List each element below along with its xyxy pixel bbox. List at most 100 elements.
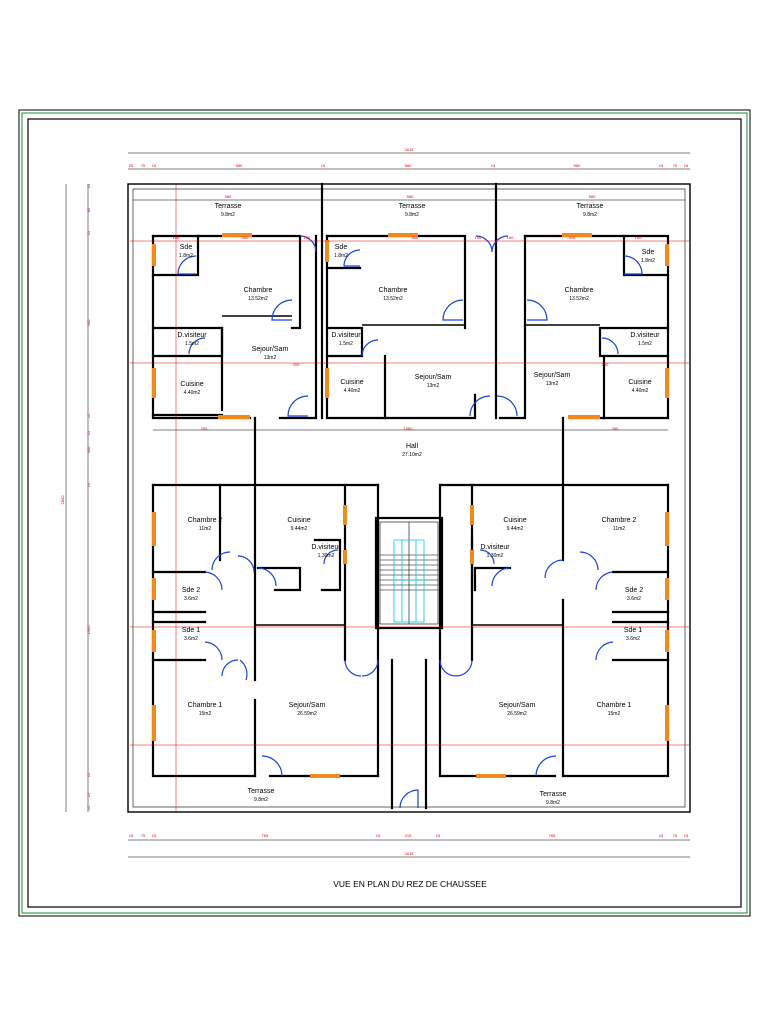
top-chain-dim: 580 [236,163,243,168]
room-label-sde1-right: Sde 13.6m2 [624,627,642,642]
room-area: 11m2 [199,526,211,532]
top-chain-dim: 25 [129,163,134,168]
overall-width-bottom: 2815 [405,851,415,856]
room-name: Chambre 2 [602,517,637,524]
room-name: Terrasse [215,203,242,210]
room-width-dim: 1060 [404,426,414,431]
room-area: 15m2 [608,711,621,717]
terrace-width-dim: 580 [589,194,596,199]
room-label-chambre2-left: Chambre 2 11m2 [188,517,223,532]
left-chain-dim: 15 [86,430,91,435]
room-name: Sejour/Sam [415,374,452,381]
room-label-sejour-top-center: Sejour/Sam 13m2 [415,374,452,389]
bottom-chain-dim: 215 [405,833,412,838]
room-area: 9.8m2 [405,212,419,218]
staircase [374,516,444,630]
room-area: 13m2 [427,383,440,389]
room-width-dim: 200 [293,362,300,367]
top-chain-dim: 15 [152,163,157,168]
room-name: D.visiteur [177,332,207,339]
room-width-dim: 315 [569,235,576,240]
room-area: 13.52m2 [248,296,268,302]
bottom-chain-dim: 70 [673,833,678,838]
room-width-dim: 285 [612,426,619,431]
room-label-terrasse-top-center: Terrasse 9.8m2 [399,203,426,218]
bottom-chain-dim: 765 [262,833,269,838]
room-name: Chambre 2 [188,517,223,524]
bottom-chain-dim: 15 [436,833,441,838]
room-name: Chambre 1 [597,702,632,709]
left-chain-dim: 300 [86,446,91,453]
left-chain-dim: 15 [86,482,91,487]
dimension-chains [65,152,690,858]
room-name: Cuisine [287,517,310,524]
room-area: 1.8m2 [334,253,348,259]
room-area: 1.5m2 [339,341,353,347]
room-label-sde-top-left: Sde 1.8m2 [179,244,193,259]
room-width-dim: 100 [173,235,180,240]
room-name: Cuisine [340,379,363,386]
room-width-dim: 200 [602,362,609,367]
room-area: 13m2 [264,355,277,361]
top-chain-dim: 70 [141,163,146,168]
hall-walls [151,416,670,487]
room-label-cuisine-top-left: Cuisine 4.40m2 [180,381,203,396]
room-name: Cuisine [503,517,526,524]
room-name: Sde 1 [182,627,200,634]
left-total-dim: 2800 [60,495,65,505]
room-name: Terrasse [399,203,426,210]
room-area: 3.6m2 [184,636,198,642]
top-chain-dim: 70 [673,163,678,168]
room-area: 15m2 [199,711,212,717]
terrace-width-dim: 580 [225,194,232,199]
room-area: 13.52m2 [569,296,589,302]
room-name: Sejour/Sam [534,372,571,379]
left-chain-dim: 15 [86,805,91,810]
bottom-chain-dim: 15 [152,833,157,838]
room-width-dim: 100 [475,235,482,240]
room-area: 1.8m2 [641,258,655,264]
room-name: Cuisine [180,381,203,388]
room-name: Terrasse [540,791,567,798]
room-area: 9.8m2 [221,212,235,218]
top-chain-dim: 580 [405,163,412,168]
room-width-dim: 100 [304,235,311,240]
room-name: Cuisine [628,379,651,386]
room-name: Sde [180,244,193,251]
overall-width-top: 2815 [405,147,415,152]
room-name: D.visiteur [311,544,341,551]
room-area: 3.6m2 [627,596,641,602]
terrace-width-dim: 580 [407,194,414,199]
room-area: 4.40m2 [184,390,201,396]
room-name: Terrasse [577,203,604,210]
room-area: 1.5m2 [185,341,199,347]
room-area: 9.8m2 [254,797,268,803]
building-outline [127,183,691,813]
room-area: 3.6m2 [626,636,640,642]
room-width-dim: 100 [507,235,514,240]
left-chain-dim: 15 [86,772,91,777]
room-name: Terrasse [248,788,275,795]
room-label-dvisiteur-top-left: D.visiteur 1.5m2 [177,332,207,347]
plan-title: VUE EN PLAN DU REZ DE CHAUSSEE [333,879,487,889]
bottom-chain-dim: 70 [141,833,146,838]
room-name: Sejour/Sam [499,702,536,709]
room-area: 1.8m2 [179,253,193,259]
left-chain-dim: 15 [86,413,91,418]
room-label-terrasse-top-left: Terrasse 9.8m2 [215,203,242,218]
left-chain-dim: 15 [86,792,91,797]
room-name: Sejour/Sam [289,702,326,709]
bottom-chain-dim: 15 [659,833,664,838]
